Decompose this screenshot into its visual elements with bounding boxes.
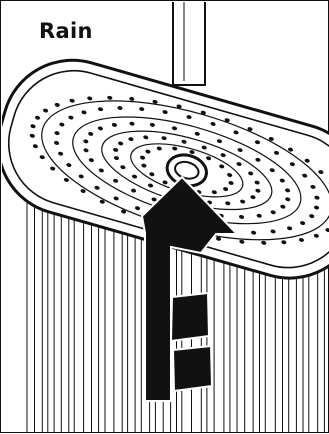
shower-arm [173, 1, 205, 85]
